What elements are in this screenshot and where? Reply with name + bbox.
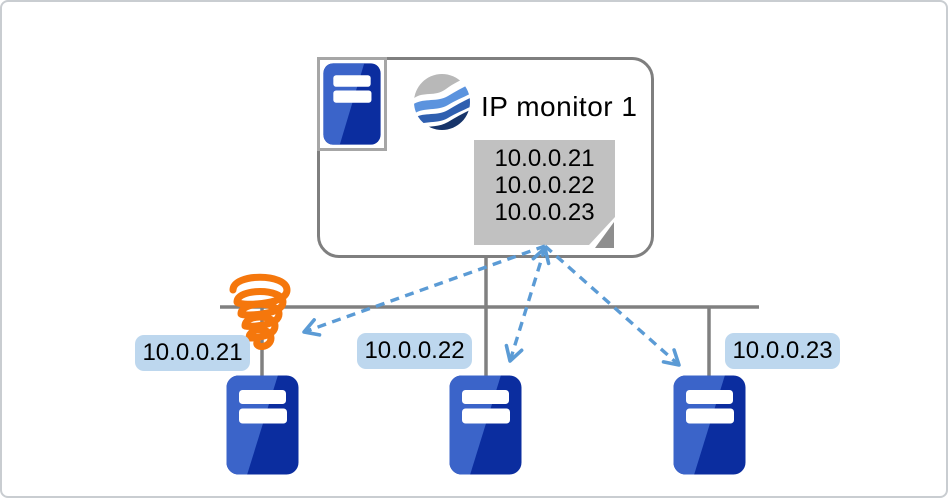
note-line-2: 10.0.0.22 <box>494 172 595 199</box>
ping-arrow-to-device-1 <box>302 244 546 337</box>
monitor-logo-icon <box>414 74 470 130</box>
note-text: 10.0.0.21 10.0.0.22 10.0.0.23 <box>474 145 615 226</box>
broken-connection-icon <box>229 273 291 350</box>
ping-arrow-to-device-2 <box>504 246 551 363</box>
server-icon-device-3 <box>673 375 746 475</box>
network-lines <box>220 258 759 376</box>
ip-list-note <box>474 140 615 248</box>
device-servers <box>226 375 746 475</box>
device-ip-label-2: 10.0.0.22 <box>357 333 472 369</box>
note-line-3: 10.0.0.23 <box>494 199 595 226</box>
note-fold-corner <box>595 222 614 248</box>
server-icon-monitor <box>323 63 381 145</box>
server-icon-device-2 <box>449 375 522 475</box>
ping-arrows <box>302 244 681 367</box>
server-icon-device-1 <box>226 375 299 475</box>
monitor-server-icon-box <box>317 57 387 151</box>
note-body <box>474 140 615 245</box>
device-ip-label-1: 10.0.0.21 <box>135 335 250 371</box>
monitor-title: IP monitor 1 <box>481 91 638 122</box>
note-line-1: 10.0.0.21 <box>494 145 595 172</box>
device-ip-label-3: 10.0.0.23 <box>725 333 840 369</box>
